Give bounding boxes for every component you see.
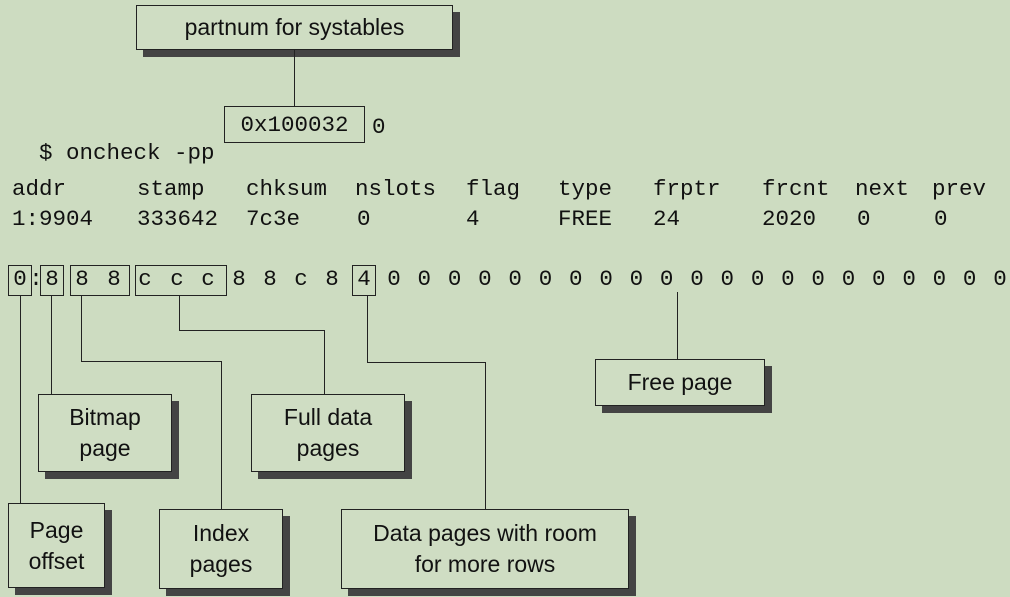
- byte-20: 0: [599, 266, 613, 292]
- partnum-box: 0x100032: [224, 106, 365, 143]
- value-chksum: 7c3e: [246, 206, 301, 232]
- byte-30: 0: [902, 266, 916, 292]
- header-prev: prev: [932, 176, 987, 202]
- byte-0: 0: [13, 266, 27, 292]
- value-next: 0: [857, 206, 871, 232]
- bitmap-connector: [51, 296, 52, 395]
- room-connector-v2: [485, 362, 486, 510]
- byte-box-offset: [8, 265, 32, 296]
- byte-16: 0: [478, 266, 492, 292]
- room-connector-h: [367, 362, 486, 363]
- index-connector-v2: [221, 361, 222, 510]
- value-nslots: 0: [357, 206, 371, 232]
- byte-22: 0: [659, 266, 674, 292]
- room-connector-v1: [367, 296, 368, 363]
- byte-21: 0: [629, 266, 644, 292]
- header-flag: flag: [466, 176, 521, 202]
- byte-2: 8: [45, 266, 59, 292]
- partnum-callout: partnum for systables: [136, 5, 453, 50]
- byte-11: 8: [325, 266, 339, 292]
- byte-6: c: [170, 266, 184, 292]
- full-data-pages-label: Full data pages: [283, 404, 373, 461]
- byte-box-room: [352, 265, 376, 296]
- free-page-callout: Free page: [595, 359, 765, 406]
- partnum-connector: [294, 50, 295, 106]
- byte-box-bitmap: [40, 265, 64, 296]
- byte-9: 8: [263, 266, 277, 292]
- partnum-value: 0x100032: [240, 111, 349, 138]
- byte-12: 4: [357, 266, 371, 292]
- header-nslots: nslots: [355, 176, 437, 202]
- byte-27: 0: [811, 266, 825, 292]
- byte-10: c: [294, 266, 308, 292]
- byte-box-full: [135, 265, 227, 296]
- byte-24: 0: [720, 266, 735, 292]
- byte-4: 8: [107, 266, 121, 292]
- byte-7: c: [201, 266, 215, 292]
- command-prompt: $ oncheck -pp: [39, 140, 215, 166]
- byte-32: 0: [962, 266, 977, 292]
- header-addr: addr: [12, 176, 67, 202]
- byte-18: 0: [538, 266, 553, 292]
- command-line: $ oncheck -pp: [12, 114, 215, 166]
- header-stamp: stamp: [137, 176, 205, 202]
- index-pages-label: Index pages: [189, 520, 253, 577]
- index-connector-h: [81, 361, 222, 362]
- value-prev: 0: [934, 206, 948, 232]
- byte-14: 0: [417, 266, 432, 292]
- byte-25: 0: [750, 266, 765, 292]
- offset-connector: [20, 296, 21, 504]
- value-frcnt: 2020: [762, 206, 817, 232]
- byte-17: 0: [508, 266, 522, 292]
- byte-1: :: [29, 266, 43, 292]
- header-type: type: [558, 176, 613, 202]
- partnum-label: partnum for systables: [184, 14, 405, 40]
- byte-box-index: [70, 265, 130, 296]
- byte-33: 0: [993, 266, 1007, 292]
- value-addr: 1:9904: [12, 206, 94, 232]
- byte-29: 0: [872, 266, 886, 292]
- header-frptr: frptr: [653, 176, 721, 202]
- byte-13: 0: [387, 266, 401, 292]
- bitmap-page-callout: Bitmap page: [38, 394, 172, 472]
- full-connector-v1: [179, 296, 180, 331]
- value-type: FREE: [558, 206, 613, 232]
- bitmap-page-label: Bitmap page: [69, 404, 141, 461]
- byte-5: c: [138, 266, 152, 292]
- header-frcnt: frcnt: [762, 176, 830, 202]
- byte-3: 8: [75, 266, 89, 292]
- byte-23: 0: [690, 266, 704, 292]
- full-data-pages-callout: Full data pages: [251, 394, 405, 472]
- byte-26: 0: [781, 266, 795, 292]
- index-pages-callout: Index pages: [159, 509, 283, 589]
- value-frptr: 24: [653, 206, 681, 232]
- full-connector-v2: [324, 330, 325, 395]
- page-offset-label: Page offset: [28, 516, 85, 574]
- byte-31: 0: [932, 266, 947, 292]
- free-connector: [677, 292, 678, 359]
- byte-19: 0: [569, 266, 583, 292]
- byte-8: 8: [232, 266, 246, 292]
- free-page-label: Free page: [627, 369, 733, 395]
- value-stamp: 333642: [137, 206, 219, 232]
- index-connector-v1: [81, 296, 82, 362]
- header-next: next: [855, 176, 910, 202]
- page-offset-callout: Page offset: [8, 503, 105, 588]
- command-suffix: 0: [372, 114, 386, 140]
- full-connector-h: [179, 330, 325, 331]
- byte-15: 0: [447, 266, 462, 292]
- byte-28: 0: [841, 266, 856, 292]
- data-pages-room-callout: Data pages with room for more rows: [341, 509, 629, 589]
- data-pages-room-label: Data pages with room for more rows: [373, 520, 597, 577]
- header-chksum: chksum: [246, 176, 328, 202]
- value-flag: 4: [466, 206, 480, 232]
